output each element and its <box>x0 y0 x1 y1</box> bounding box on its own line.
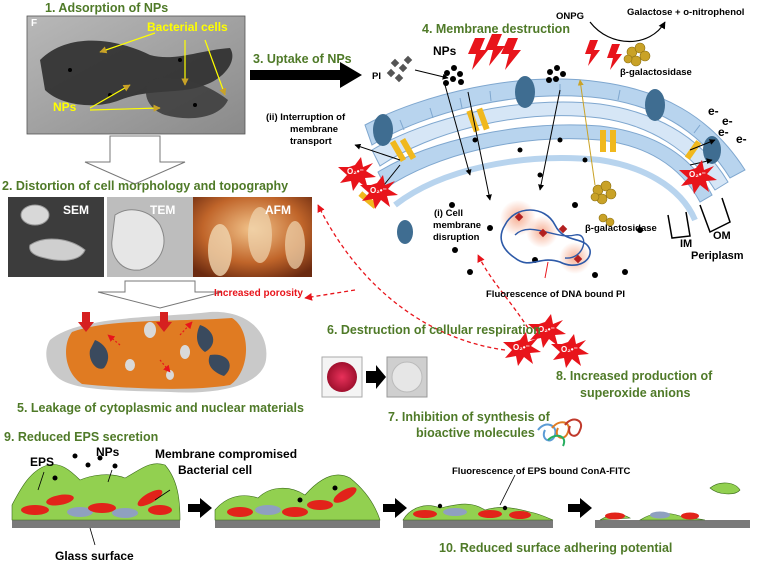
np-dots <box>443 65 643 278</box>
bgal-leak-arrow <box>577 79 596 186</box>
electron-2: e- <box>722 114 733 128</box>
membrane-nps-label: NPs <box>433 44 457 58</box>
onpg-label: ONPG <box>556 11 584 22</box>
sem-label: SEM <box>63 203 90 217</box>
step-6-title: 6. Destruction of cellular respiration <box>327 323 541 337</box>
afm-image <box>193 197 312 277</box>
membrane-brackets <box>667 197 731 239</box>
tem-pointer-arrows <box>89 32 227 112</box>
superoxide-label-6: O₂•⁻ <box>561 345 578 354</box>
superoxide-label-2: O₂•⁻ <box>370 186 387 195</box>
pi-arrow <box>414 69 449 80</box>
superoxide-label-1: O₂•⁻ <box>347 167 364 176</box>
sem-image <box>8 197 104 277</box>
glass-surface-label: Glass surface <box>55 549 134 563</box>
hollow-arrow-2 <box>97 280 223 309</box>
leaking-cell <box>46 311 267 393</box>
disrupt-line-1: (i) Cell <box>434 208 464 219</box>
pi-diamonds <box>386 55 413 83</box>
step-8-line-1: 8. Increased production of <box>556 369 713 383</box>
step-8-line-2: superoxide anions <box>580 386 691 400</box>
hollow-arrow-1 <box>84 135 186 185</box>
bgal-blobs <box>590 42 651 227</box>
biofilm-stage-2 <box>214 474 381 528</box>
red-dashed-arrows <box>304 204 529 351</box>
im-label: IM <box>680 238 693 250</box>
eps-label: EPS <box>30 455 55 469</box>
compromised-line-1: Membrane compromised <box>155 447 298 461</box>
afm-label: AFM <box>265 203 291 217</box>
superoxide-label-5: O₂•⁻ <box>513 343 530 352</box>
conA-label: Fluorescence of EPS bound ConA-FITC <box>452 466 631 477</box>
stage-arrow-1 <box>188 498 212 518</box>
onpg-curve-arrow <box>589 21 666 42</box>
step-3-title: 3. Uptake of NPs <box>253 52 352 66</box>
dna-pi-label: Fluorescence of DNA bound PI <box>486 289 625 300</box>
om-label: OM <box>713 230 731 242</box>
periplasm-label: Periplasm <box>691 250 744 262</box>
uptake-arrow <box>250 62 362 88</box>
superoxide-label-4: O₂•⁻ <box>538 325 555 334</box>
membrane-pi-label: PI <box>372 71 381 82</box>
step-7-line-2: bioactive molecules <box>416 426 535 440</box>
tem-thumb-image <box>107 197 193 277</box>
disrupt-line-3: disruption <box>433 232 480 243</box>
interrupt-line-3: transport <box>290 136 332 147</box>
interrupt-line-1: (ii) Interruption of <box>266 112 346 123</box>
petri-dishes <box>321 356 428 398</box>
superoxide-stars <box>338 157 717 368</box>
compromised-line-2: Bacterial cell <box>178 463 253 477</box>
electron-3: e- <box>718 125 729 139</box>
galactose-label: Galactose + o-nitrophenol <box>627 7 745 18</box>
transport-arrows <box>354 84 716 201</box>
tem-label-bacterial-cells: Bacterial cells <box>147 20 228 34</box>
bgal-top-label: β-galactosidase <box>620 67 692 78</box>
biofilm-nps-label: NPs <box>96 445 120 459</box>
bgal-mid-label: β-galactosidase <box>585 223 657 234</box>
tem-label-nps: NPs <box>53 100 77 114</box>
step-7-line-1: 7. Inhibition of synthesis of <box>388 410 550 424</box>
dna-tangle <box>500 200 591 274</box>
tem-corner-letter: F <box>31 18 38 29</box>
biofilm-stage-3 <box>402 474 554 528</box>
step-5-title: 5. Leakage of cytoplasmic and nuclear ma… <box>17 401 304 415</box>
lightning-icons <box>468 34 622 70</box>
biofilm-stage-4 <box>595 482 750 528</box>
superoxide-label-3: O₂•⁻ <box>689 170 706 179</box>
step-2-title: 2. Distortion of cell morphology and top… <box>2 179 289 193</box>
stage-arrow-3 <box>568 498 592 518</box>
increased-porosity-label: Increased porosity <box>214 288 303 299</box>
disrupt-line-2: membrane <box>433 220 482 231</box>
dna-pointer <box>544 261 549 279</box>
bioactive-squiggles <box>537 418 583 447</box>
step-9-title: 9. Reduced EPS secretion <box>4 430 159 444</box>
step-1-title: 1. Adsorption of NPs <box>45 1 169 15</box>
stage-arrow-2 <box>383 498 407 518</box>
biofilm-stage-1 <box>11 453 181 546</box>
electron-4: e- <box>736 132 747 146</box>
tem-image <box>26 15 246 135</box>
tem-thumb-label: TEM <box>150 203 176 217</box>
electron-1: e- <box>708 104 719 118</box>
interrupt-line-2: membrane <box>290 124 339 135</box>
step-10-title: 10. Reduced surface adhering potential <box>439 541 673 555</box>
step-4-title: 4. Membrane destruction <box>422 22 570 36</box>
